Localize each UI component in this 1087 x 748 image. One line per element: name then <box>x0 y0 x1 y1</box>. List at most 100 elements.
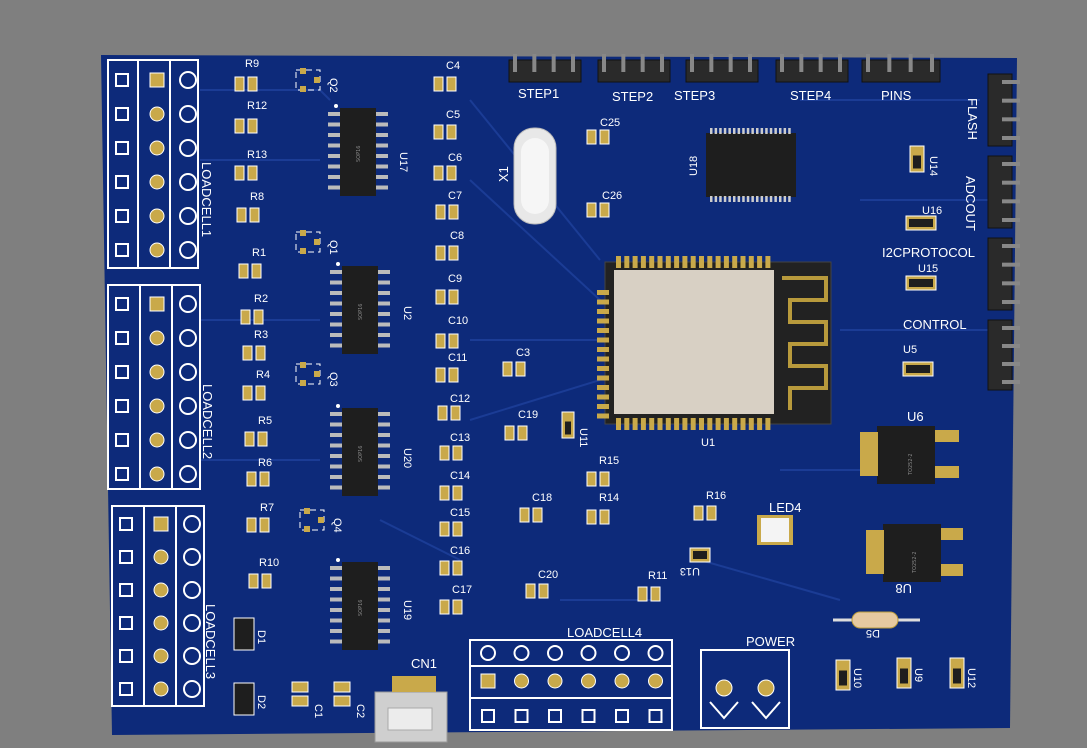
d2-label: D2 <box>255 695 267 709</box>
capacitor-c13 <box>439 445 463 461</box>
u8-label: U8 <box>895 581 912 596</box>
loadcell4-connector <box>469 639 673 731</box>
resistor-r9 <box>234 76 258 92</box>
ic-u14 <box>909 145 925 173</box>
square-pad <box>115 209 129 223</box>
square-pad <box>115 297 129 311</box>
component-label: C12 <box>450 393 470 405</box>
square-pad <box>115 365 129 379</box>
resistor-r3 <box>242 345 266 361</box>
component-label: R4 <box>256 369 270 381</box>
capacitor-c15 <box>439 521 463 537</box>
capacitor-c1 <box>291 681 309 707</box>
resistor-r15 <box>586 471 610 487</box>
esp32-module-u1: U1 <box>597 256 832 449</box>
step2-label: STEP2 <box>612 89 653 104</box>
component-label: C16 <box>450 545 470 557</box>
component-label: C7 <box>448 190 462 202</box>
component-label: U14 <box>927 156 939 176</box>
ring-pad <box>179 295 197 313</box>
adcout-label: ADCOUT <box>963 176 978 231</box>
loadcell3-label: LOADCELL3 <box>203 604 218 679</box>
capacitor-c17 <box>439 599 463 615</box>
regulator-u6: TO252-2 U6 <box>860 409 959 484</box>
control-label: CONTROL <box>903 317 967 332</box>
component-label: R10 <box>259 557 279 569</box>
transistor-q2 <box>295 68 321 92</box>
resistor-r10 <box>248 573 272 589</box>
soic-u2: SOP16 <box>330 262 390 354</box>
square-pad <box>119 649 133 663</box>
round-pad <box>149 466 165 482</box>
resistor-r16 <box>693 505 717 521</box>
ic-u16 <box>905 215 937 231</box>
transistor-q3 <box>295 362 321 386</box>
x1-label: X1 <box>496 166 511 182</box>
top-pin-headers <box>508 54 941 83</box>
ring-pad <box>179 139 197 157</box>
loadcell1-connector <box>107 59 199 269</box>
component-label: C9 <box>448 273 462 285</box>
right-pin-headers <box>987 73 1020 391</box>
component-label: U2 <box>401 306 413 320</box>
component-label: C20 <box>538 569 558 581</box>
component-label: R15 <box>599 455 619 467</box>
component-label: C25 <box>600 117 620 129</box>
resistor-r4 <box>242 385 266 401</box>
d1-label: D1 <box>255 630 267 644</box>
ring-pad <box>183 680 201 698</box>
u8-marking: TO252-2 <box>912 551 918 574</box>
square-pad <box>115 331 129 345</box>
round-pad <box>153 582 169 598</box>
component-label: R16 <box>706 490 726 502</box>
square-pad <box>119 550 133 564</box>
capacitor-c16 <box>439 560 463 576</box>
ring-pad <box>183 647 201 665</box>
step1-label: STEP1 <box>518 86 559 101</box>
capacitor-c14 <box>439 485 463 501</box>
ring-pad <box>183 614 201 632</box>
component-label: U16 <box>922 205 942 217</box>
square-pad <box>119 616 133 630</box>
antenna-trace <box>782 276 828 410</box>
resistor-r7 <box>246 517 270 533</box>
square-pad <box>119 517 133 531</box>
component-label: U20 <box>401 448 413 468</box>
svg-text:SOP16: SOP16 <box>358 304 364 321</box>
power-label: POWER <box>746 634 795 649</box>
component-label: C17 <box>452 584 472 596</box>
component-label: C26 <box>602 190 622 202</box>
resistor-r11 <box>637 586 661 602</box>
step3-label: STEP3 <box>674 88 715 103</box>
component-label: C11 <box>448 352 467 364</box>
round-pad <box>149 364 165 380</box>
resistor-r2 <box>240 309 264 325</box>
resistor-r14 <box>586 509 610 525</box>
step4-label: STEP4 <box>790 88 831 103</box>
i2cprotocol-label: I2CPROTOCOL <box>882 245 975 260</box>
ring-pad <box>179 465 197 483</box>
capacitor-c18 <box>519 507 543 523</box>
component-label: C2 <box>354 704 366 718</box>
component-label: U9 <box>912 668 924 682</box>
capacitor-c19 <box>504 425 528 441</box>
component-label: C14 <box>450 470 470 482</box>
ring-pad <box>179 207 197 225</box>
component-label: R3 <box>254 329 268 341</box>
ring-pad <box>179 105 197 123</box>
component-label: Q4 <box>331 518 343 533</box>
diode-d2: D2 <box>233 682 267 716</box>
svg-text:SOP16: SOP16 <box>358 600 364 617</box>
component-label: C8 <box>450 230 464 242</box>
round-pad <box>149 330 165 346</box>
pin1-pad <box>149 296 165 312</box>
cn1-label: CN1 <box>411 656 437 671</box>
resistor-r6 <box>246 471 270 487</box>
transistor-group <box>295 68 325 532</box>
square-pad <box>115 141 129 155</box>
ic-u5 <box>902 361 934 377</box>
pin1-pad <box>149 72 165 88</box>
square-pad <box>115 175 129 189</box>
soic-u20: SOP16 <box>330 404 390 496</box>
